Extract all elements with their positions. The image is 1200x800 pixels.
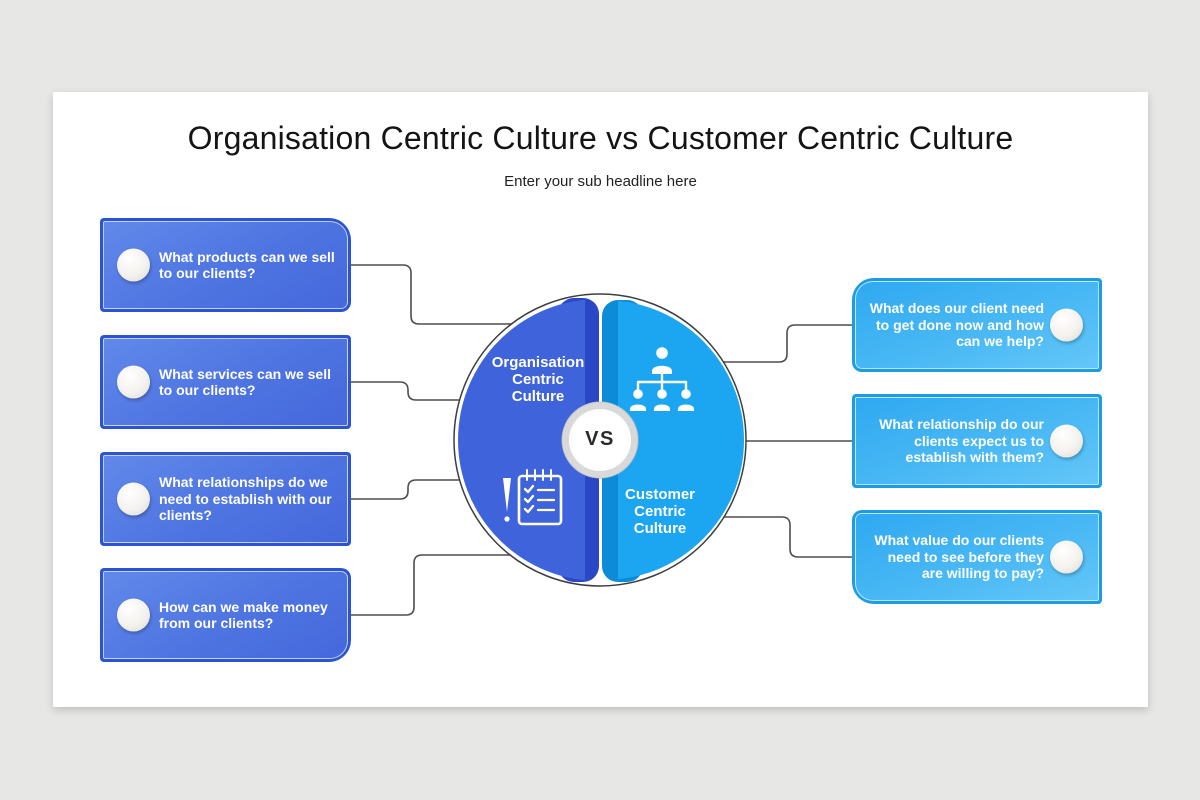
question-text: How can we make money from our clients? xyxy=(159,598,328,632)
bullet-circle xyxy=(1050,308,1083,342)
bullet-circle xyxy=(117,482,150,516)
question-box-inner: What services can we sell to our clients… xyxy=(103,338,348,426)
question-text: What products can we sell to our clients… xyxy=(159,248,335,282)
connector-left-1 xyxy=(350,264,534,325)
bullet-circle xyxy=(1050,424,1083,458)
question-box-right-1: What does our client need to get done no… xyxy=(852,278,1102,372)
connector-left-3 xyxy=(350,479,539,500)
right-half xyxy=(618,300,745,580)
bullet-circle xyxy=(117,248,150,282)
vs-label: VS xyxy=(585,428,615,450)
diagram-graphics xyxy=(350,264,853,616)
right-half-label: Customer Centric Culture xyxy=(624,486,695,537)
question-box-inner: What products can we sell to our clients… xyxy=(103,221,348,309)
question-box-left-4: How can we make money from our clients? xyxy=(100,568,351,662)
checklist-icon xyxy=(503,469,563,526)
question-box-inner: What value do our clients need to see be… xyxy=(855,513,1099,601)
connector-right-3 xyxy=(667,516,853,558)
question-text: What does our client need to get done no… xyxy=(869,300,1044,350)
connector-left-4 xyxy=(350,554,534,616)
org-chart-icon xyxy=(630,347,694,411)
question-box-left-3: What relationships do we need to establi… xyxy=(100,452,351,546)
question-box-right-3: What value do our clients need to see be… xyxy=(852,510,1102,604)
connector-right-1 xyxy=(667,324,853,363)
question-box-left-2: What services can we sell to our clients… xyxy=(100,335,351,429)
question-box-inner: What relationship do our clients expect … xyxy=(855,397,1099,485)
question-box-inner: What relationships do we need to establi… xyxy=(103,455,348,543)
question-box-inner: How can we make money from our clients? xyxy=(103,571,348,659)
left-half-label: Organisation Centric Culture xyxy=(491,354,585,405)
bullet-circle xyxy=(117,598,150,632)
slide-card: Organisation Centric Culture vs Customer… xyxy=(53,92,1148,707)
question-text: What services can we sell to our clients… xyxy=(159,365,331,399)
question-text: What relationships do we need to establi… xyxy=(159,474,332,524)
connector-left-2 xyxy=(350,381,539,401)
question-box-right-2: What relationship do our clients expect … xyxy=(852,394,1102,488)
bullet-circle xyxy=(1050,540,1083,574)
bullet-circle xyxy=(117,365,150,399)
sub-headline: Enter your sub headline here xyxy=(504,173,697,190)
page-title: Organisation Centric Culture vs Customer… xyxy=(187,120,1014,156)
question-box-left-1: What products can we sell to our clients… xyxy=(100,218,351,312)
vs-circle xyxy=(561,401,639,479)
question-text: What relationship do our clients expect … xyxy=(879,416,1044,466)
question-text: What value do our clients need to see be… xyxy=(874,532,1044,582)
question-box-inner: What does our client need to get done no… xyxy=(855,281,1099,369)
